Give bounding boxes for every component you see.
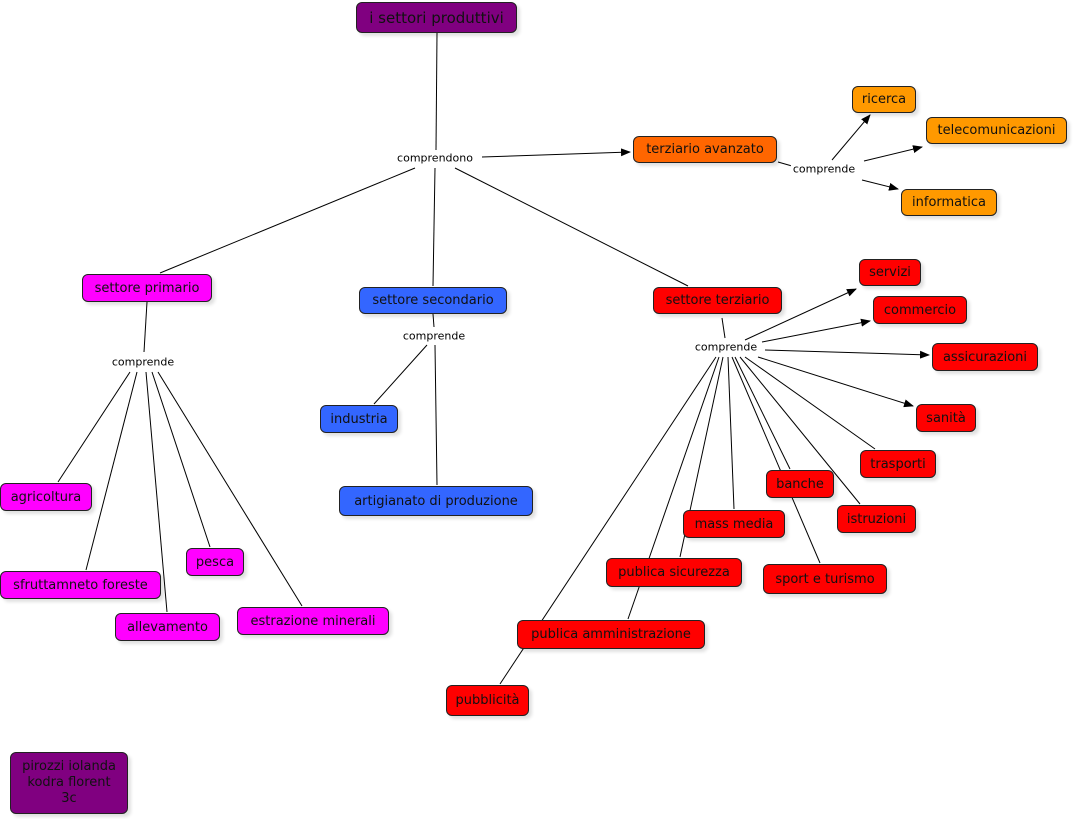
node-istruzioni[interactable]: istruzioni — [837, 505, 916, 533]
node-estrazione-minerali[interactable]: estrazione minerali — [237, 607, 389, 635]
authors-box[interactable]: pirozzi iolanda kodra florent 3c — [10, 752, 128, 814]
arrow-to-ricerca — [831, 114, 871, 161]
link-label-comprendono: comprendono — [395, 151, 475, 165]
arrow-to-commercio — [761, 318, 871, 343]
node-telecomunicazioni[interactable]: telecomunicazioni — [926, 117, 1067, 144]
line-to-agricoltura — [57, 371, 131, 483]
link-label-comprende-primario: comprende — [109, 355, 177, 369]
node-settore-secondario[interactable]: settore secondario — [359, 287, 507, 314]
line-secondario-comprende — [432, 313, 435, 328]
node-sport-e-turismo[interactable]: sport e turismo — [763, 564, 887, 594]
node-terziario-avanzato[interactable]: terziario avanzato — [633, 136, 777, 163]
arrow-to-terziario-avanzato — [481, 148, 631, 158]
line-to-istruzioni — [739, 356, 861, 505]
arrow-to-servizi — [744, 288, 857, 341]
line-to-estrazione — [157, 371, 303, 607]
line-to-terziario — [454, 167, 689, 287]
line-to-industria — [373, 344, 428, 405]
line-terziario-comprende — [721, 317, 726, 339]
node-assicurazioni[interactable]: assicurazioni — [932, 343, 1038, 371]
arrow-to-sanita — [757, 356, 914, 408]
line-to-trasporti — [744, 356, 876, 450]
node-commercio[interactable]: commercio — [873, 296, 967, 324]
node-allevamento[interactable]: allevamento — [115, 613, 220, 641]
line-to-secondario — [432, 167, 436, 287]
node-pesca[interactable]: pesca — [186, 548, 244, 576]
node-settore-primario[interactable]: settore primario — [82, 274, 212, 302]
line-to-sport-turismo — [731, 356, 821, 564]
link-label-comprende-secondario: comprende — [400, 329, 468, 343]
arrow-to-telecomunicazioni — [863, 145, 923, 162]
class-label: 3c — [61, 791, 77, 806]
node-mass-media[interactable]: mass media — [683, 510, 785, 538]
node-pubblicita[interactable]: pubblicità — [446, 685, 529, 716]
line-to-foreste — [85, 371, 138, 571]
link-label-comprende-terziario: comprende — [692, 340, 760, 354]
node-settore-terziario[interactable]: settore terziario — [653, 287, 782, 314]
line-to-primario — [159, 167, 416, 274]
line-to-banche — [734, 356, 791, 470]
line-to-allevamento — [145, 371, 168, 613]
node-ricerca[interactable]: ricerca — [852, 86, 916, 113]
node-agricoltura[interactable]: agricoltura — [0, 483, 92, 511]
node-publica-amministrazione[interactable]: publica amministrazione — [517, 620, 705, 649]
line-primario-comprende — [143, 301, 148, 353]
node-publica-sicurezza[interactable]: publica sicurezza — [606, 558, 742, 587]
node-artigianato-di-produzione[interactable]: artigianato di produzione — [339, 486, 533, 516]
arrow-to-informatica — [861, 179, 899, 191]
node-banche[interactable]: banche — [766, 470, 834, 498]
node-informatica[interactable]: informatica — [901, 189, 997, 216]
arrow-to-assicurazioni — [764, 349, 930, 359]
author-line-1: pirozzi iolanda — [22, 759, 116, 774]
line-to-artigianato — [434, 344, 438, 486]
line-to-mass-media — [727, 356, 735, 510]
node-sfruttamneto-foreste[interactable]: sfruttamneto foreste — [0, 571, 161, 599]
line-to-pesca — [151, 371, 211, 548]
author-line-2: kodra florent — [27, 775, 111, 790]
link-label-comprende-avanzato: comprende — [790, 162, 858, 176]
node-trasporti[interactable]: trasporti — [860, 450, 936, 478]
line-ta-comprende — [777, 161, 793, 167]
line-title-comprendono — [435, 32, 438, 151]
node-industria[interactable]: industria — [320, 405, 398, 433]
root-node-title[interactable]: i settori produttivi — [356, 2, 517, 33]
node-sanita[interactable]: sanità — [916, 404, 976, 432]
node-servizi[interactable]: servizi — [859, 259, 921, 286]
